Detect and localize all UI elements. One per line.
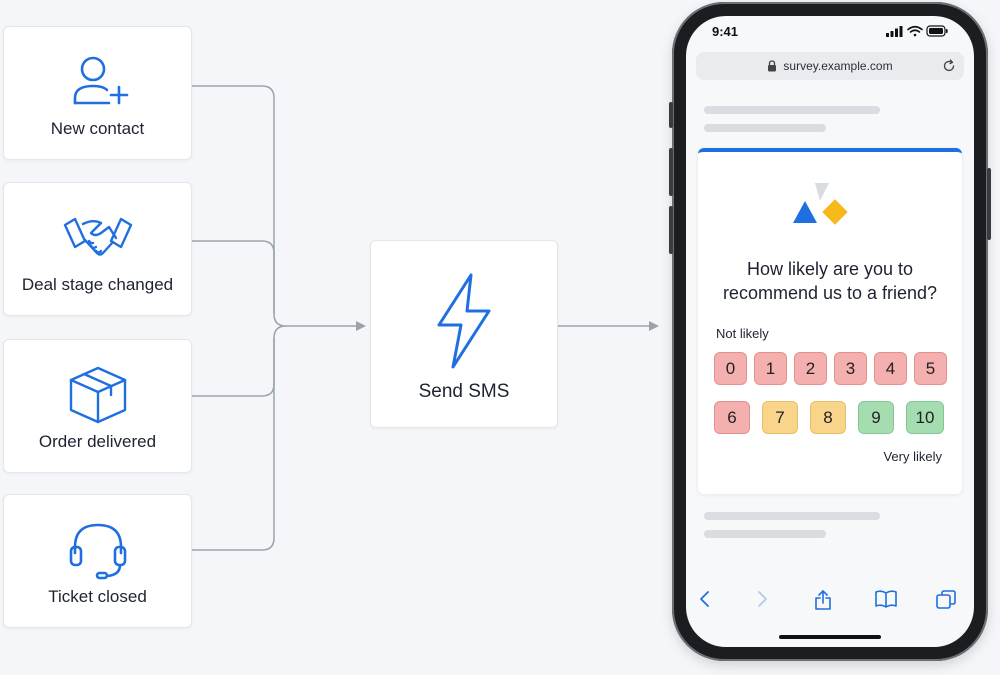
trigger-label: Order delivered	[38, 432, 157, 451]
score-button-6[interactable]: 6	[714, 401, 750, 434]
survey-card: How likely are you to recommend us to a …	[698, 148, 962, 494]
brand-logo-icon	[793, 183, 848, 225]
trigger-card-deal-stage-changed[interactable]: Deal stage changed	[3, 182, 192, 316]
score-button-4[interactable]: 4	[874, 352, 907, 385]
mute-switch	[669, 102, 673, 128]
score-button-8[interactable]: 8	[810, 401, 846, 434]
bookmarks-icon[interactable]	[874, 589, 898, 609]
reload-icon[interactable]	[942, 59, 956, 73]
action-label: Send SMS	[418, 381, 510, 402]
score-button-5[interactable]: 5	[914, 352, 947, 385]
user-plus-icon	[73, 56, 128, 105]
headset-icon	[69, 523, 126, 580]
arrowhead-to-action	[356, 321, 366, 331]
wifi-icon	[907, 25, 923, 37]
lock-icon	[768, 60, 777, 72]
status-bar: 9:41	[686, 16, 974, 50]
trigger-card-order-delivered[interactable]: Order delivered	[3, 339, 192, 473]
skeleton-line	[704, 530, 826, 538]
status-icons	[886, 25, 948, 37]
address-bar[interactable]: survey.example.com	[696, 52, 964, 80]
score-button-7[interactable]: 7	[762, 401, 798, 434]
forward-icon[interactable]	[753, 589, 771, 609]
battery-icon	[926, 25, 948, 37]
browser-toolbar	[686, 579, 974, 619]
connector-ticket-closed	[192, 325, 287, 551]
trigger-label: Deal stage changed	[21, 275, 174, 294]
phone-mockup: 9:41	[669, 2, 991, 661]
trigger-label: New contact	[50, 119, 145, 138]
status-time: 9:41	[712, 24, 739, 39]
volume-down-button	[669, 206, 673, 254]
high-score-label: Very likely	[883, 449, 942, 464]
score-button-2[interactable]: 2	[794, 352, 827, 385]
score-button-1[interactable]: 1	[754, 352, 787, 385]
signal-icon	[886, 26, 903, 37]
tabs-icon[interactable]	[935, 589, 957, 611]
lightning-icon	[437, 273, 491, 369]
score-button-10[interactable]: 10	[906, 401, 944, 434]
package-icon	[69, 366, 126, 424]
arrowhead-to-phone	[649, 321, 659, 331]
skeleton-line	[704, 106, 880, 114]
survey-question: How likely are you to recommend us to a …	[722, 259, 938, 303]
score-button-9[interactable]: 9	[858, 401, 894, 434]
home-indicator	[779, 635, 881, 639]
trigger-card-ticket-closed[interactable]: Ticket closed	[3, 494, 192, 628]
skeleton-line	[704, 512, 880, 520]
power-button	[987, 168, 991, 240]
share-icon[interactable]	[813, 589, 833, 611]
action-card-send-sms[interactable]: Send SMS	[370, 240, 558, 428]
connector-new-contact	[192, 85, 287, 327]
connector-order-delivered	[192, 338, 275, 397]
handshake-icon	[63, 217, 132, 256]
score-button-0[interactable]: 0	[714, 352, 747, 385]
low-score-label: Not likely	[716, 326, 769, 341]
phone-screen: 9:41	[686, 16, 974, 647]
score-button-3[interactable]: 3	[834, 352, 867, 385]
skeleton-line	[704, 124, 826, 132]
volume-up-button	[669, 148, 673, 196]
url-text: survey.example.com	[783, 59, 893, 73]
trigger-label: Ticket closed	[48, 587, 147, 606]
trigger-card-new-contact[interactable]: New contact	[3, 26, 192, 160]
connector-deal-stage	[192, 240, 275, 314]
back-icon[interactable]	[696, 589, 714, 609]
